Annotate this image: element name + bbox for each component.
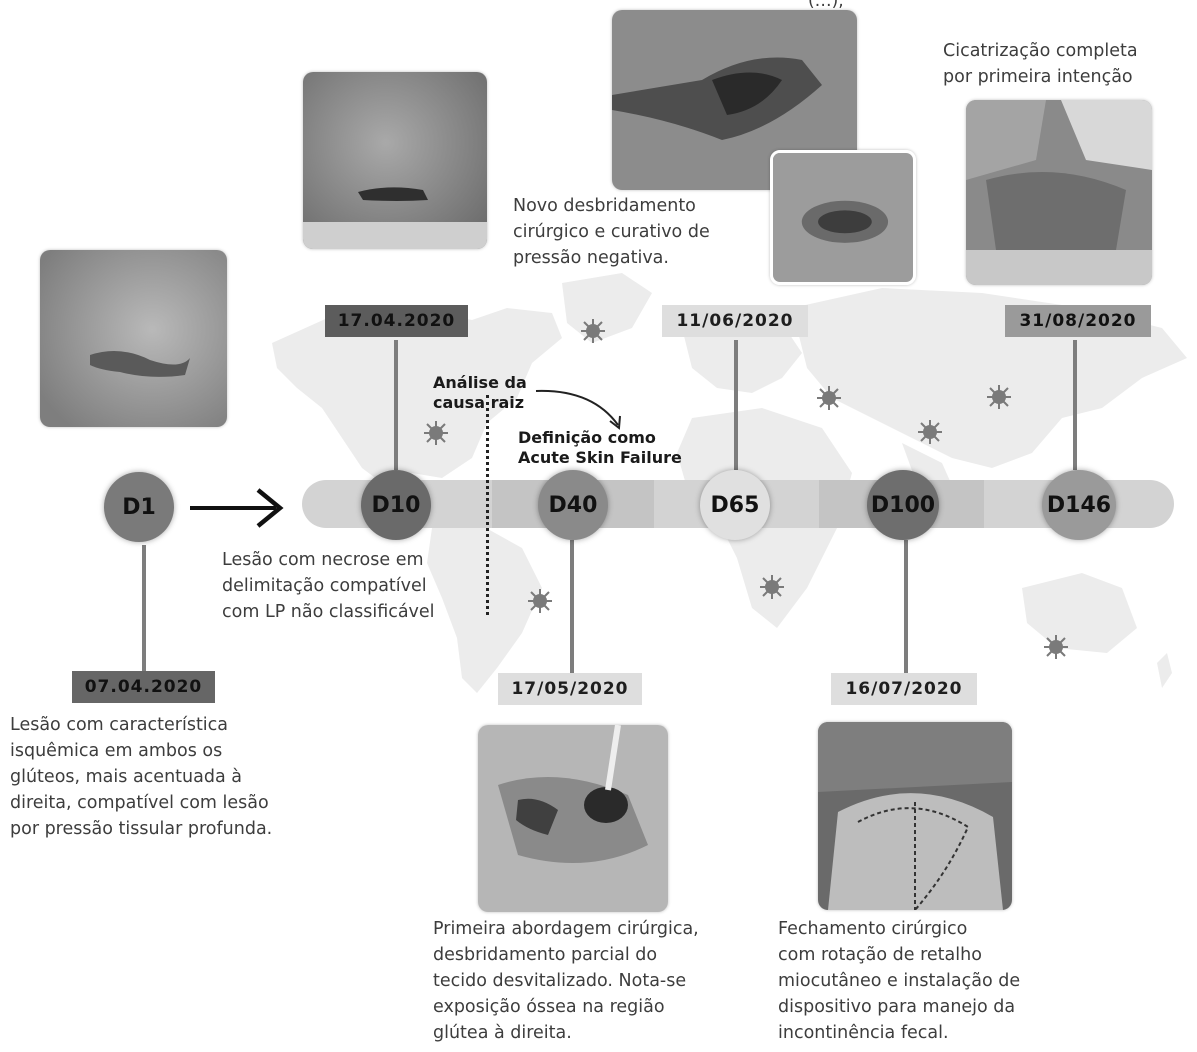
connector-line <box>1073 340 1077 470</box>
day-circle-d65: D65 <box>700 470 770 540</box>
virus-icon <box>1043 634 1069 660</box>
connector-line <box>904 540 908 675</box>
wound-photo-d1 <box>40 250 227 427</box>
virus-icon <box>527 588 553 614</box>
connector-line <box>570 540 574 675</box>
connector-line <box>394 340 398 470</box>
day-circle-d1: D1 <box>104 472 174 542</box>
arrow-right-icon <box>188 486 288 530</box>
date-label-d40: 17/05/2020 <box>498 673 642 705</box>
day-circle-d146: D146 <box>1042 470 1116 540</box>
wound-photo-d40 <box>478 725 668 912</box>
day-circle-d100: D100 <box>867 470 939 540</box>
wound-photo-d146 <box>966 100 1152 285</box>
wound-photo-d10 <box>303 72 487 249</box>
date-label-d65: 11/06/2020 <box>662 305 808 337</box>
dotted-divider <box>486 395 489 615</box>
connector-line <box>142 545 146 675</box>
date-label-d1: 07.04.2020 <box>72 671 215 703</box>
virus-icon <box>759 574 785 600</box>
day-circle-d40: D40 <box>538 470 608 540</box>
virus-icon <box>423 420 449 446</box>
wound-photo-d65-b <box>770 150 916 285</box>
caption-d100: Fechamento cirúrgico com rotação de reta… <box>778 916 1078 1046</box>
curved-arrow-icon <box>532 385 632 435</box>
virus-icon <box>917 419 943 445</box>
caption-d65: Novo desbridamento cirúrgico e curativo … <box>513 193 758 271</box>
caption-d146: Cicatrização completa por primeira inten… <box>943 38 1183 90</box>
date-label-d100: 16/07/2020 <box>831 673 977 705</box>
day-circle-d10: D10 <box>361 470 431 540</box>
virus-icon <box>816 385 842 411</box>
caption-d40: Primeira abordagem cirúrgica, desbridame… <box>433 916 753 1046</box>
virus-icon <box>580 318 606 344</box>
caption-d10: Lesão com necrose em delimitação compatí… <box>222 547 482 625</box>
caption-d1: Lesão com característica isquêmica em am… <box>10 712 340 842</box>
date-label-d146: 31/08/2020 <box>1005 305 1151 337</box>
date-label-d10: 17.04.2020 <box>325 305 468 337</box>
virus-icon <box>986 384 1012 410</box>
wound-photo-d100 <box>818 722 1012 910</box>
